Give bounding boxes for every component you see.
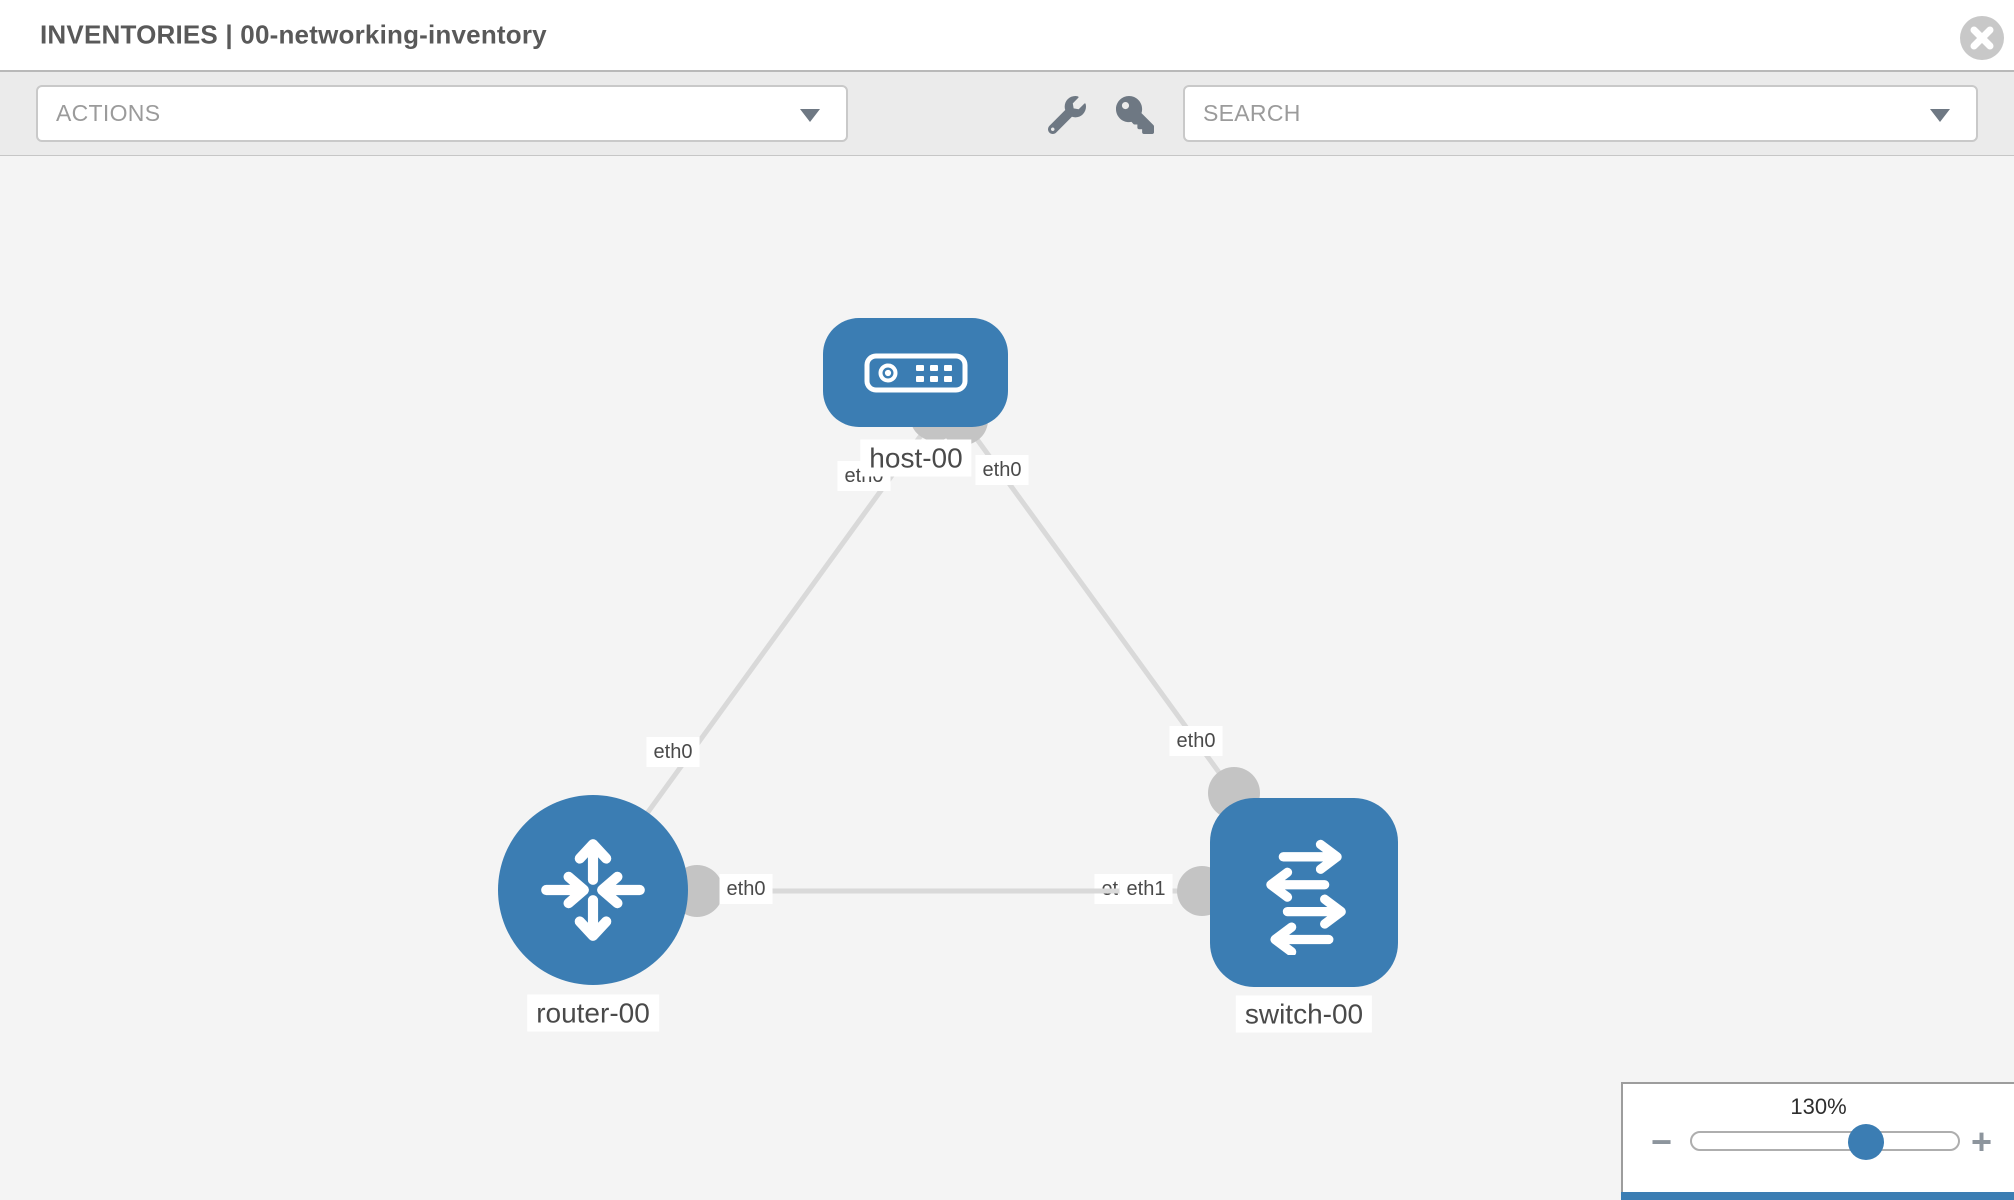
- close-icon: [1970, 26, 1994, 50]
- credentials-button[interactable]: [1116, 96, 1154, 134]
- actions-dropdown[interactable]: ACTIONS: [36, 85, 848, 142]
- iface-label: eth0: [1169, 726, 1223, 756]
- search-placeholder: SEARCH: [1203, 100, 1301, 126]
- page-title: INVENTORIES | 00-networking-inventory: [40, 19, 547, 50]
- node-label-router: router-00: [527, 994, 659, 1032]
- zoom-control-panel: 130% − +: [1621, 1082, 2014, 1200]
- search-dropdown[interactable]: SEARCH: [1183, 85, 1978, 142]
- node-label-switch: switch-00: [1235, 995, 1373, 1033]
- node-label-host: host-00: [860, 439, 972, 477]
- actions-dropdown-label: ACTIONS: [56, 100, 161, 126]
- key-legend-bar[interactable]: [1621, 1192, 2014, 1200]
- header: INVENTORIES | 00-networking-inventory: [0, 0, 2014, 72]
- key-icon: [1116, 96, 1154, 134]
- close-button[interactable]: [1960, 16, 2004, 60]
- node-switch-00[interactable]: [1210, 798, 1398, 987]
- iface-label: eth0: [646, 737, 700, 767]
- chevron-down-icon: [800, 108, 820, 122]
- node-host-00[interactable]: [823, 318, 1008, 427]
- zoom-in-button[interactable]: +: [1971, 1121, 1993, 1162]
- router-icon: [541, 839, 645, 941]
- iface-label: eth0: [719, 874, 773, 904]
- zoom-level-value: 130%: [1790, 1094, 1847, 1119]
- node-router-00[interactable]: [498, 795, 688, 985]
- iface-label: eth0: [975, 455, 1029, 485]
- zoom-slider-knob[interactable]: [1848, 1124, 1884, 1160]
- chevron-down-icon: [1930, 108, 1950, 122]
- tools-button[interactable]: [1047, 96, 1086, 135]
- toolbar: ACTIONS SEARCH: [0, 72, 2014, 156]
- zoom-out-button[interactable]: −: [1651, 1121, 1673, 1162]
- switch-icon: [1266, 839, 1346, 955]
- wrench-icon: [1047, 96, 1086, 135]
- iface-label: eth1: [1119, 874, 1173, 904]
- topology-canvas[interactable]: etl: [0, 156, 2014, 1200]
- topology-links-layer: [590, 391, 1260, 917]
- link-host-router[interactable]: [590, 414, 938, 890]
- host-icon: [864, 353, 967, 392]
- zoom-slider-track[interactable]: [1690, 1124, 1960, 1160]
